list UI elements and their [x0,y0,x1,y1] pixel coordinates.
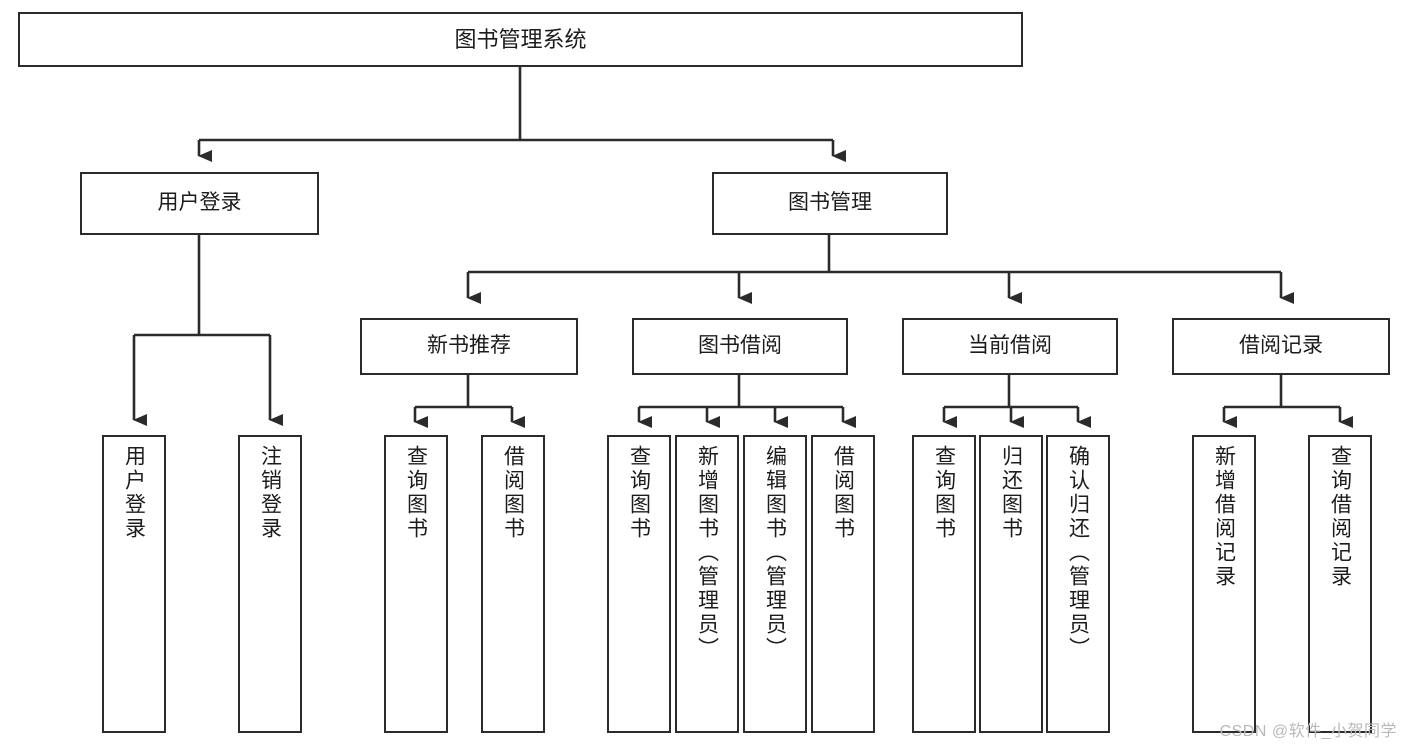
node-label: 查询图书 [932,445,956,541]
watermark-text: CSDN @软件_小贺同学 [1219,723,1397,740]
node-root-system[interactable]: 图书管理系统 [18,12,1023,67]
node-label: 借阅图书 [831,445,855,541]
node-label: 新增借阅记录 [1212,445,1236,589]
leaf-current-return-book[interactable]: 归还图书 [979,435,1043,733]
node-label: 新书推荐 [427,334,511,358]
node-label: 确认归还（管理员） [1066,445,1090,661]
leaf-current-confirm-return-admin[interactable]: 确认归还（管理员） [1046,435,1110,733]
node-new-book-recommend[interactable]: 新书推荐 [360,318,578,375]
leaf-borrow-edit-book-admin[interactable]: 编辑图书（管理员） [743,435,807,733]
node-label: 借阅图书 [501,445,525,541]
node-label: 借阅记录 [1239,334,1323,358]
node-user-login[interactable]: 用户登录 [80,172,319,235]
node-label: 查询图书 [627,445,651,541]
leaf-record-add-record[interactable]: 新增借阅记录 [1192,435,1256,733]
leaf-user-login-logout[interactable]: 注销登录 [238,435,302,733]
leaf-recommend-borrow-book[interactable]: 借阅图书 [481,435,545,733]
leaf-borrow-add-book-admin[interactable]: 新增图书（管理员） [675,435,739,733]
node-current-borrow[interactable]: 当前借阅 [902,318,1118,375]
node-label: 注销登录 [258,445,282,541]
node-label: 编辑图书（管理员） [763,445,787,661]
leaf-record-query-record[interactable]: 查询借阅记录 [1308,435,1372,733]
node-book-management[interactable]: 图书管理 [712,172,948,235]
node-label: 用户登录 [157,191,242,215]
leaf-recommend-query-book[interactable]: 查询图书 [384,435,448,733]
node-label: 新增图书（管理员） [695,445,719,661]
node-borrow-record[interactable]: 借阅记录 [1172,318,1390,375]
node-label: 图书管理 [788,191,872,215]
node-label: 查询图书 [404,445,428,541]
leaf-user-login-login[interactable]: 用户登录 [102,435,166,733]
leaf-borrow-borrow-book[interactable]: 借阅图书 [811,435,875,733]
node-label: 用户登录 [122,445,146,541]
node-book-borrow[interactable]: 图书借阅 [632,318,848,375]
node-label: 当前借阅 [968,334,1052,358]
node-label: 归还图书 [999,445,1023,541]
node-label: 图书管理系统 [454,26,587,52]
leaf-borrow-query-book[interactable]: 查询图书 [607,435,671,733]
leaf-current-query-book[interactable]: 查询图书 [912,435,976,733]
node-label: 查询借阅记录 [1328,445,1352,589]
node-label: 图书借阅 [698,334,782,358]
